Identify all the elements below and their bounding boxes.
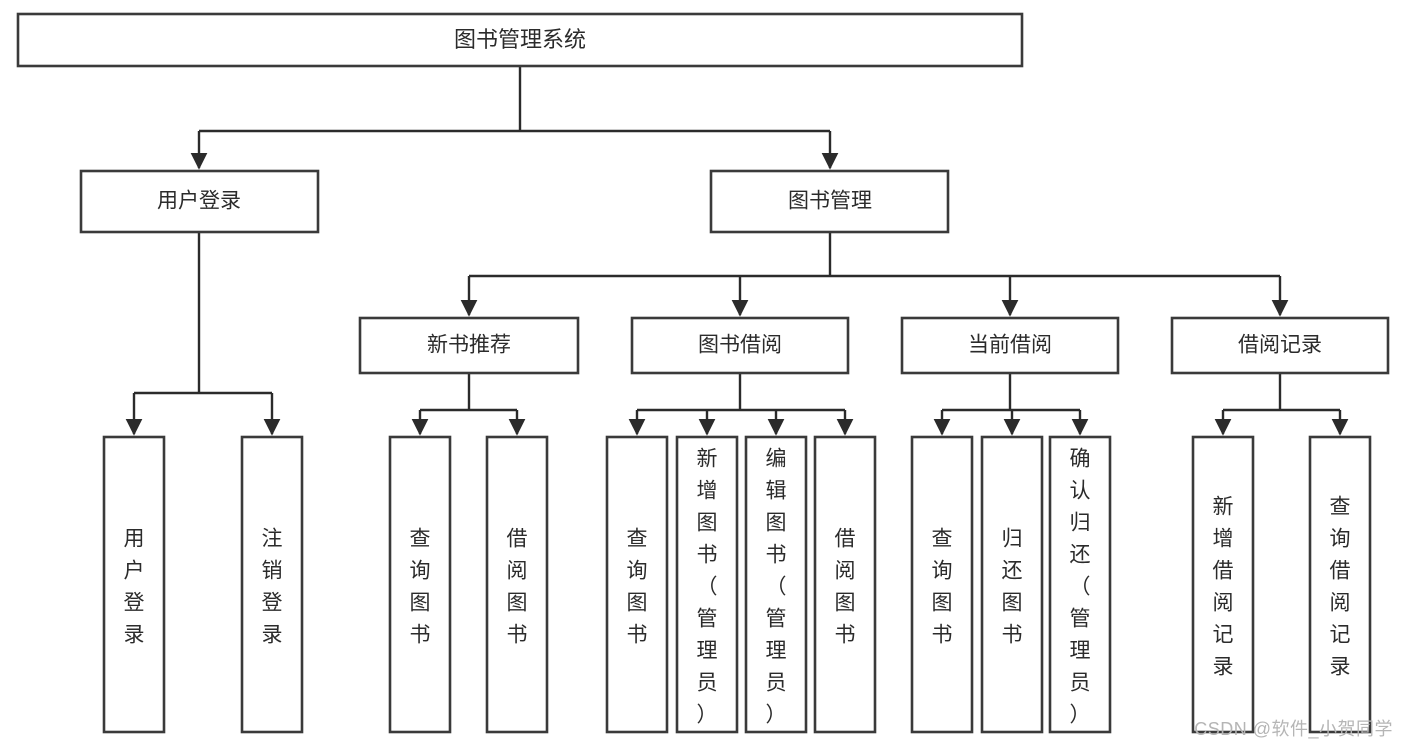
node-leaf-logout-label: 注销登录 xyxy=(262,527,283,646)
node-borrow-record-box[interactable] xyxy=(1170,316,1390,375)
node-book-manage-label: 图书管理 xyxy=(788,190,872,213)
node-leaf-borrow-book-1-label: 借阅图书 xyxy=(507,527,528,646)
node-new-book-rec[interactable]: 新书推荐 xyxy=(358,316,580,375)
node-leaf-edit-book[interactable]: 编辑图书（管理员） xyxy=(744,435,808,734)
node-leaf-query-record-box[interactable] xyxy=(1308,435,1372,734)
node-leaf-query-book-2-label: 查询图书 xyxy=(627,527,648,646)
node-leaf-user-login-label: 用户登录 xyxy=(124,527,145,646)
node-root-box[interactable] xyxy=(16,12,1024,68)
node-leaf-return-book-label: 归还图书 xyxy=(1002,527,1023,646)
node-leaf-query-record[interactable]: 查询借阅记录 xyxy=(1308,435,1372,734)
node-leaf-edit-book-label: 编辑图书（管理员） xyxy=(766,447,787,726)
node-leaf-query-book-3-label: 查询图书 xyxy=(932,527,953,646)
node-current-borrow[interactable]: 当前借阅 xyxy=(900,316,1120,375)
node-new-book-rec-label: 新书推荐 xyxy=(427,334,511,357)
node-book-borrow[interactable]: 图书借阅 xyxy=(630,316,850,375)
leaf-node-layer: 用户登录 注销登录 查询图书 借阅图书 查询图书 新增图书（管理员） 编辑图书（管理员） 借阅… xyxy=(102,435,1372,734)
node-book-borrow-box[interactable] xyxy=(630,316,850,375)
node-user-login-box[interactable] xyxy=(79,169,320,234)
node-leaf-borrow-book-2-box[interactable] xyxy=(813,435,877,734)
node-leaf-confirm-return-label: 确认归还（管理员） xyxy=(1070,447,1091,726)
node-leaf-query-record-label: 查询借阅记录 xyxy=(1330,495,1351,678)
node-leaf-query-book-2-box[interactable] xyxy=(605,435,669,734)
node-leaf-query-book-3[interactable]: 查询图书 xyxy=(910,435,974,734)
node-current-borrow-box[interactable] xyxy=(900,316,1120,375)
connector-layer xyxy=(125,66,1349,436)
node-leaf-confirm-return-box[interactable] xyxy=(1048,435,1112,734)
node-root-label: 图书管理系统 xyxy=(454,27,586,52)
node-user-login-label: 用户登录 xyxy=(157,190,241,213)
node-new-book-rec-box[interactable] xyxy=(358,316,580,375)
node-leaf-edit-book-box[interactable] xyxy=(744,435,808,734)
node-leaf-borrow-book-1-box[interactable] xyxy=(485,435,549,734)
node-leaf-add-record[interactable]: 新增借阅记录 xyxy=(1191,435,1255,734)
node-leaf-return-book-box[interactable] xyxy=(980,435,1044,734)
node-leaf-logout[interactable]: 注销登录 xyxy=(240,435,304,734)
csdn-watermark: CSDN @软件_小贺同学 xyxy=(1194,719,1393,739)
node-book-manage[interactable]: 图书管理 xyxy=(709,169,950,234)
node-borrow-record-label: 借阅记录 xyxy=(1238,334,1322,357)
node-leaf-query-book-1[interactable]: 查询图书 xyxy=(388,435,452,734)
node-leaf-borrow-book-1[interactable]: 借阅图书 xyxy=(485,435,549,734)
node-current-borrow-label: 当前借阅 xyxy=(968,334,1052,357)
node-leaf-user-login[interactable]: 用户登录 xyxy=(102,435,166,734)
node-user-login[interactable]: 用户登录 xyxy=(79,169,320,234)
node-leaf-add-record-box[interactable] xyxy=(1191,435,1255,734)
node-leaf-add-book[interactable]: 新增图书（管理员） xyxy=(675,435,739,734)
node-leaf-logout-box[interactable] xyxy=(240,435,304,734)
node-borrow-record[interactable]: 借阅记录 xyxy=(1170,316,1390,375)
node-leaf-add-book-label: 新增图书（管理员） xyxy=(697,447,718,726)
node-leaf-user-login-box[interactable] xyxy=(102,435,166,734)
node-leaf-query-book-1-box[interactable] xyxy=(388,435,452,734)
node-leaf-query-book-1-label: 查询图书 xyxy=(410,527,431,646)
node-leaf-confirm-return[interactable]: 确认归还（管理员） xyxy=(1048,435,1112,734)
node-book-manage-box[interactable] xyxy=(709,169,950,234)
node-leaf-borrow-book-2-label: 借阅图书 xyxy=(835,527,856,646)
node-leaf-borrow-book-2[interactable]: 借阅图书 xyxy=(813,435,877,734)
node-leaf-query-book-2[interactable]: 查询图书 xyxy=(605,435,669,734)
node-leaf-add-record-label: 新增借阅记录 xyxy=(1213,495,1234,678)
node-root[interactable]: 图书管理系统 xyxy=(16,12,1024,68)
node-leaf-return-book[interactable]: 归还图书 xyxy=(980,435,1044,734)
node-book-borrow-label: 图书借阅 xyxy=(698,334,782,357)
node-leaf-add-book-box[interactable] xyxy=(675,435,739,734)
node-leaf-query-book-3-box[interactable] xyxy=(910,435,974,734)
